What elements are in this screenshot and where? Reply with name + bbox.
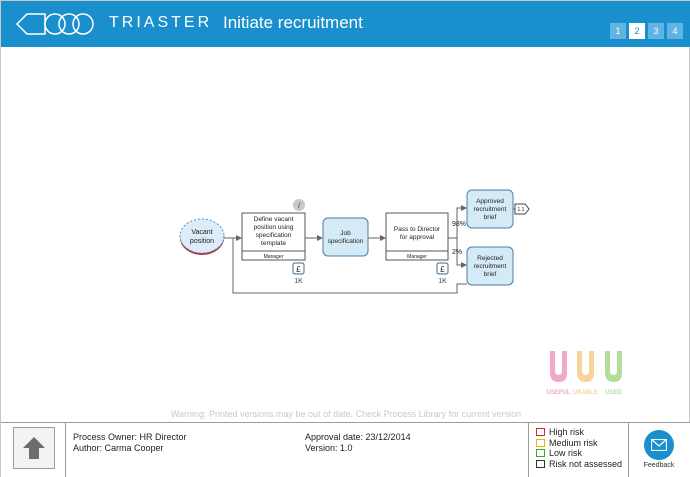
svg-text:£: £: [440, 265, 445, 274]
medium-risk-swatch: [536, 438, 545, 447]
cost-icon[interactable]: £: [292, 262, 305, 275]
activity2-cost: 1K: [438, 278, 447, 285]
high-risk-swatch: [536, 428, 545, 437]
svg-text:position using: position using: [254, 224, 294, 231]
risk-label: High risk: [549, 427, 585, 438]
print-warning: Warning: Printed versions may be out of …: [170, 409, 522, 419]
process-diagram: Vacant position i Define vacant position…: [1, 47, 690, 419]
feedback-button[interactable]: Feedback: [641, 430, 677, 469]
header-bar: TRIASTER Initiate recruitment 1 2 3 4: [1, 1, 690, 47]
svg-text:Approved: Approved: [476, 198, 504, 205]
brand-name: TRIASTER: [109, 14, 213, 31]
svg-text:specification: specification: [328, 238, 364, 245]
triaster-logo-icon: [15, 13, 94, 35]
cost-icon[interactable]: £: [436, 262, 449, 275]
arrow-up-icon: [23, 437, 45, 459]
svg-text:recruitment: recruitment: [474, 206, 507, 213]
activity-pass-to-director[interactable]: Pass to Director for approval Manager: [385, 212, 449, 261]
svg-text:brief: brief: [484, 214, 497, 221]
divider: [628, 423, 629, 477]
footer-bar: Process Owner: HR Director Author: Carma…: [1, 422, 690, 477]
svg-text:Manager: Manager: [407, 254, 427, 260]
outcome-rejected-recruitment-brief[interactable]: Rejected recruitment brief: [466, 246, 514, 286]
svg-text:Manager: Manager: [264, 254, 284, 260]
risk-legend-item: Low risk: [536, 448, 622, 459]
svg-text:USEFUL: USEFUL: [547, 390, 571, 396]
divider: [65, 423, 66, 477]
offpage-link[interactable]: 1.1: [514, 203, 530, 215]
low-risk-swatch: [536, 449, 545, 458]
approval-date: Approval date: 23/12/2014: [305, 432, 411, 442]
loop-back-connector: [232, 238, 467, 294]
page-link-3[interactable]: 3: [648, 23, 664, 39]
svg-text:Vacant: Vacant: [191, 229, 212, 236]
page-link-4[interactable]: 4: [667, 23, 683, 39]
risk-legend: High risk Medium risk Low risk Risk not …: [536, 427, 622, 469]
svg-text:1.1: 1.1: [518, 207, 525, 213]
connector: [448, 205, 467, 239]
not-assessed-risk-swatch: [536, 459, 545, 468]
svg-text:Define vacant: Define vacant: [254, 216, 294, 223]
start-event-vacant-position[interactable]: Vacant position: [179, 218, 225, 255]
page-navigator: 1 2 3 4: [610, 23, 683, 39]
svg-text:position: position: [190, 238, 214, 245]
page-link-1[interactable]: 1: [610, 23, 626, 39]
svg-text:USABLE: USABLE: [573, 390, 598, 396]
svg-text:Pass to Director: Pass to Director: [394, 226, 441, 233]
risk-label: Medium risk: [549, 437, 598, 448]
envelope-icon: [644, 430, 674, 460]
svg-text:USED: USED: [605, 390, 622, 396]
svg-text:Job: Job: [340, 230, 351, 237]
svg-text:brief: brief: [484, 271, 497, 278]
risk-legend-item: Medium risk: [536, 438, 622, 449]
svg-text:£: £: [296, 265, 301, 274]
feedback-label: Feedback: [643, 462, 675, 469]
connector: [456, 238, 467, 268]
version: Version: 1.0: [305, 443, 353, 453]
divider: [528, 423, 529, 477]
activity1-cost: 1K: [294, 278, 303, 285]
activity-define-vacant-position[interactable]: Define vacant position using specificati…: [241, 212, 306, 261]
approved-percentage: 98%: [452, 221, 466, 228]
rejected-percentage: 2%: [452, 249, 462, 256]
svg-text:specification: specification: [256, 232, 292, 239]
page-title: Initiate recruitment: [223, 13, 363, 32]
risk-label: Low risk: [549, 448, 583, 459]
svg-text:recruitment: recruitment: [474, 263, 507, 270]
svg-text:template: template: [261, 240, 286, 247]
svg-text:i: i: [298, 201, 300, 210]
page-link-2[interactable]: 2: [629, 23, 645, 39]
risk-legend-item: Risk not assessed: [536, 459, 622, 470]
info-icon[interactable]: i: [293, 199, 305, 211]
risk-label: Risk not assessed: [549, 458, 623, 469]
svg-text:for approval: for approval: [400, 234, 435, 241]
process-owner: Process Owner: HR Director: [73, 432, 187, 442]
author: Author: Carma Cooper: [73, 443, 164, 453]
up-level-button[interactable]: [13, 427, 55, 469]
risk-legend-item: High risk: [536, 427, 622, 438]
uuu-badges-icon: USEFUL USABLE USED: [547, 351, 623, 396]
outcome-approved-recruitment-brief[interactable]: Approved recruitment brief: [466, 189, 514, 229]
svg-text:Rejected: Rejected: [477, 255, 503, 262]
document-job-specification[interactable]: Job specification: [322, 217, 369, 257]
